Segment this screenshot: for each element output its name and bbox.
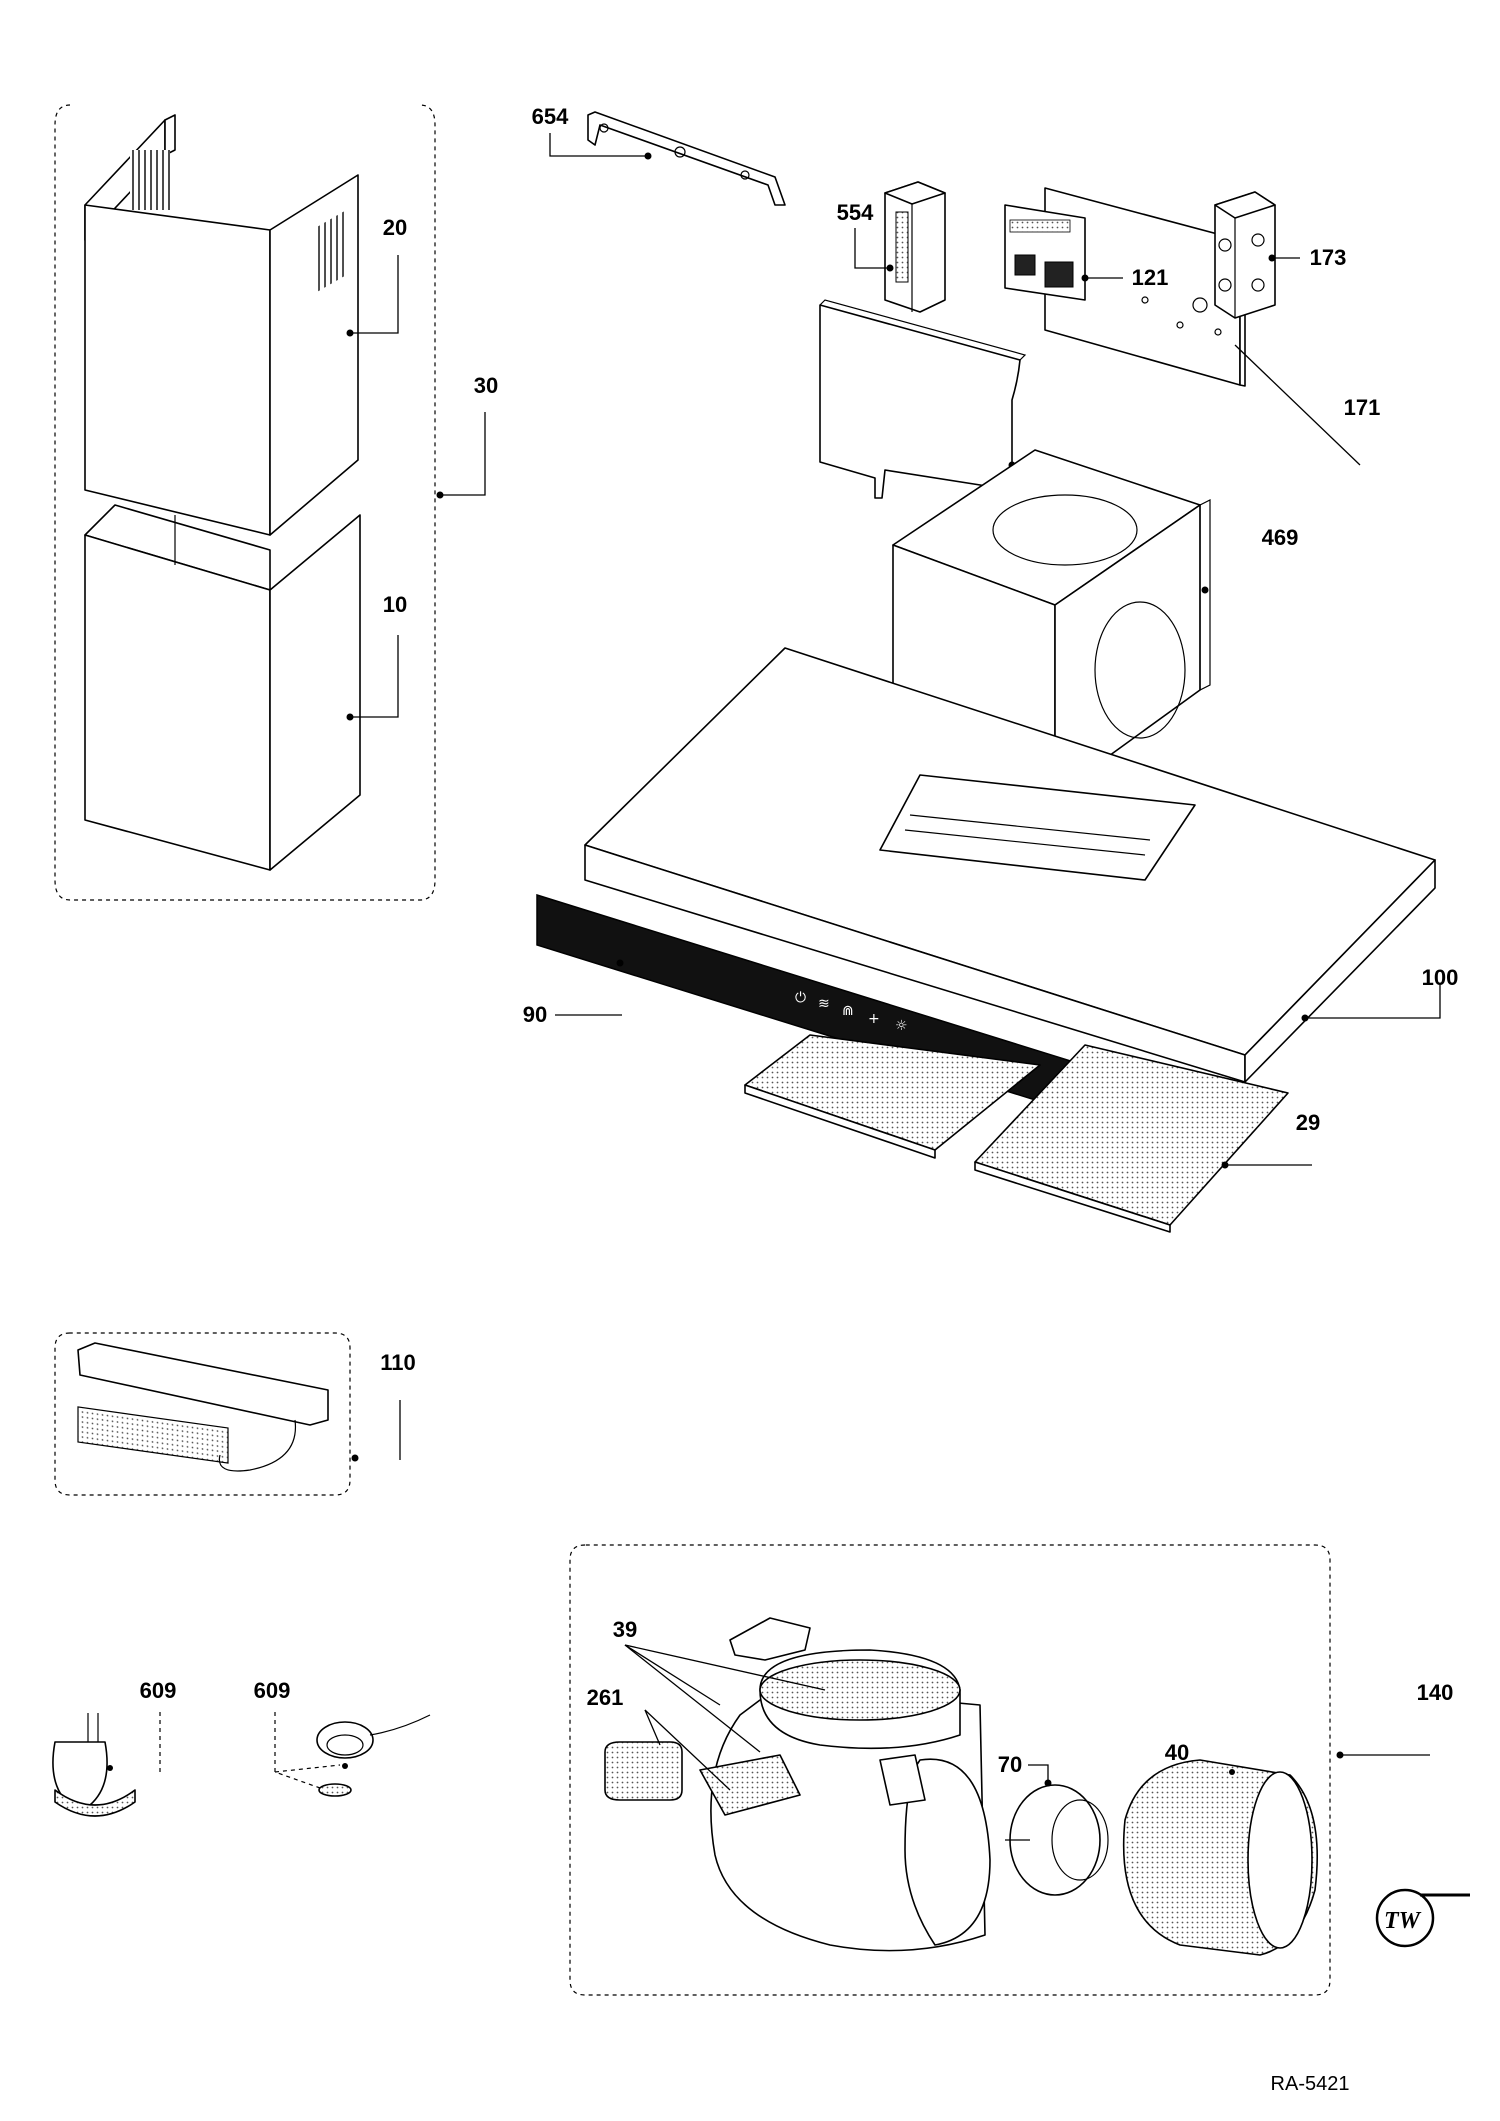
chimney-group: 20 30 10 (54, 104, 498, 901)
lamp-holder: 609 (254, 1678, 431, 1797)
label-70: 70 (998, 1752, 1022, 1777)
lower-chimney-section (84, 504, 361, 871)
label-10: 10 (383, 592, 407, 617)
light-icon: ☼ (895, 1018, 908, 1034)
label-140: 140 (1417, 1680, 1454, 1705)
label-39: 39 (613, 1617, 637, 1642)
label-30: 30 (474, 373, 498, 398)
fan-icon: ≋ (818, 996, 830, 1012)
upper-chimney-section (84, 114, 359, 536)
label-609b: 609 (254, 1678, 291, 1703)
label-261: 261 (587, 1685, 624, 1710)
terminal-box: 173 (1214, 191, 1347, 319)
motor-cover-plate (819, 299, 1027, 499)
speed-icon: ⋒ (842, 1003, 854, 1019)
lamp-bulb: 609 (52, 1678, 177, 1817)
label-90: 90 (523, 1002, 547, 1027)
label-100: 100 (1422, 965, 1459, 990)
reference-code: RA-5421 (1271, 2073, 1350, 2095)
hood-canopy: 100 (584, 647, 1459, 1083)
electronic-board-plate: 121 171 (1004, 187, 1381, 466)
grease-filters: 29 (744, 1034, 1320, 1233)
control-unit-group: 110 (54, 1332, 416, 1496)
label-29: 29 (1296, 1110, 1320, 1135)
transformer-box: 554 (837, 181, 946, 313)
logo-text: TW (1384, 1908, 1422, 1934)
label-173: 173 (1310, 245, 1347, 270)
tw-logo: TW (1375, 1888, 1470, 1948)
chimney-group-outline (54, 104, 436, 901)
label-554: 554 (837, 200, 874, 225)
label-40: 40 (1165, 1740, 1189, 1765)
motor-assembly-group: 39 261 70 40 140 (569, 1544, 1454, 1996)
label-609a: 609 (140, 1678, 177, 1703)
plus-icon: + (868, 1011, 880, 1027)
label-654: 654 (532, 104, 569, 129)
label-20: 20 (383, 215, 407, 240)
label-469: 469 (1262, 525, 1299, 550)
label-171: 171 (1344, 395, 1381, 420)
mounting-bracket: 654 (532, 104, 786, 206)
label-110: 110 (380, 1350, 416, 1375)
label-121: 121 (1132, 265, 1169, 290)
power-icon: ⏻ (795, 990, 806, 1006)
